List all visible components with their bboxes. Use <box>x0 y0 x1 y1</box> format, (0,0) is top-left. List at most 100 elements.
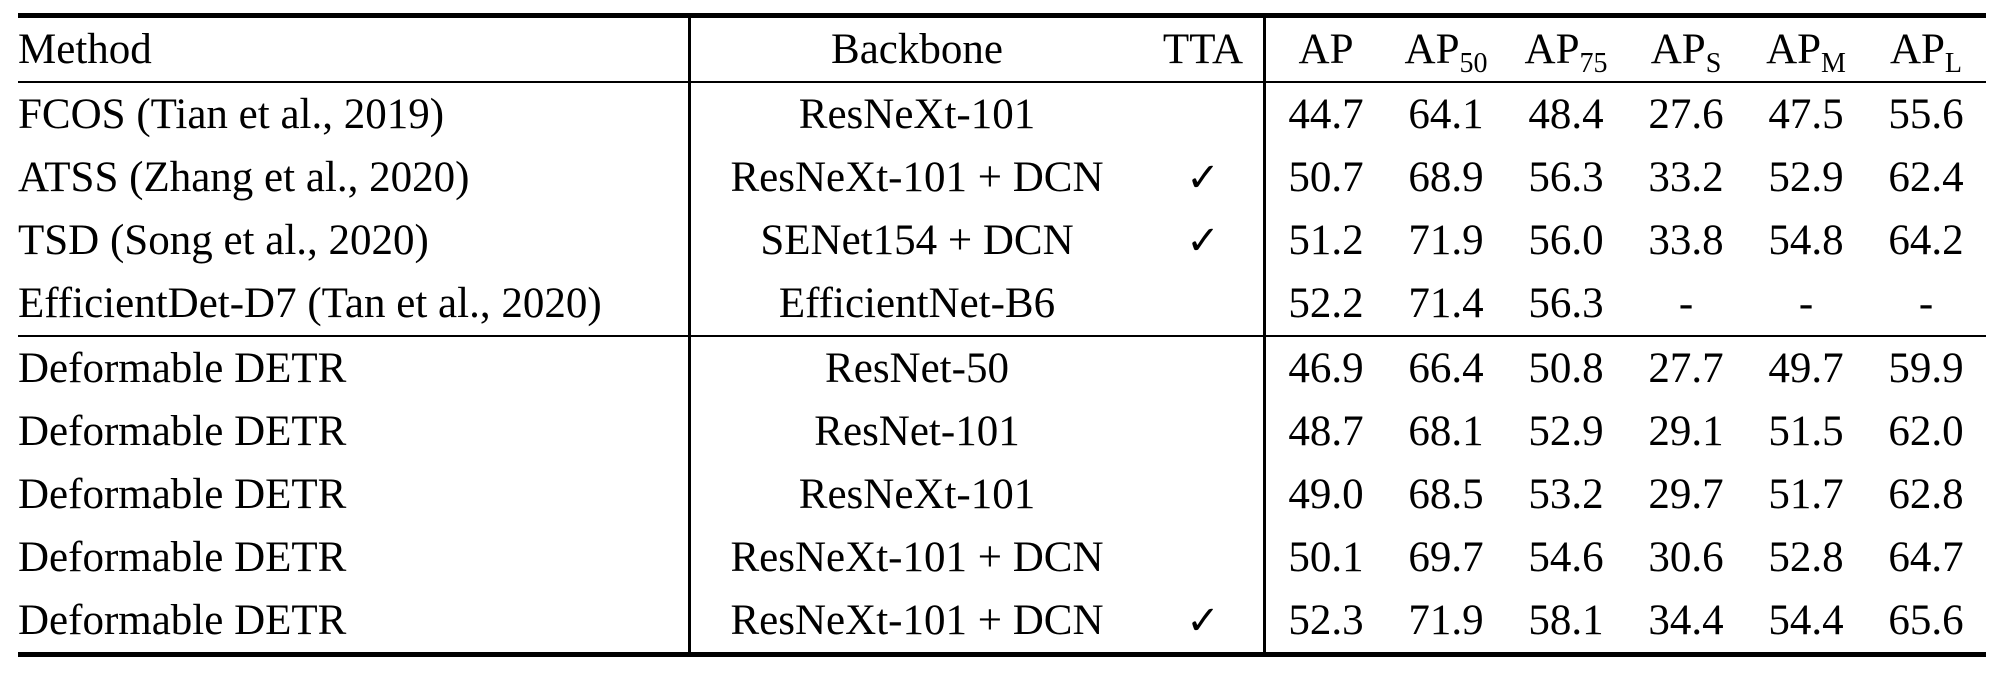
apl-cell: 55.6 <box>1888 91 1964 138</box>
backbone-cell: SENet154 + DCN <box>760 217 1074 264</box>
ap50-cell: 66.4 <box>1386 335 1506 400</box>
backbone-cell: ResNeXt-101 + DCN <box>730 597 1104 644</box>
apl-cell: 65.6 <box>1888 597 1964 644</box>
ap-cell: 50.7 <box>1288 154 1364 201</box>
tta-cell <box>1143 272 1266 336</box>
aps-cell: 33.2 <box>1648 154 1724 201</box>
results-table: Method Backbone TTA AP AP50 AP75 APS APM… <box>18 13 1986 657</box>
header-backbone: Backbone <box>689 15 1143 83</box>
table-row: EfficientDet-D7 (Tan et al., 2020) Effic… <box>18 272 1986 336</box>
ap-cell: 49.0 <box>1288 471 1364 518</box>
ap50-cell: 64.1 <box>1408 91 1484 138</box>
table-row: Deformable DETR ResNeXt-101 49.0 68.5 53… <box>18 463 1986 526</box>
metric-label: AP <box>1766 26 1822 73</box>
metric-subscript: 50 <box>1459 48 1488 79</box>
metric-subscript: 75 <box>1579 48 1608 79</box>
checkmark-icon: ✓ <box>1186 155 1220 200</box>
metric-label: AP <box>1524 26 1580 73</box>
ap50-cell: 68.5 <box>1408 471 1484 518</box>
ap50-cell: 71.9 <box>1408 597 1484 644</box>
aps-cell: 27.6 <box>1648 91 1724 138</box>
tta-cell: ✓ <box>1143 146 1266 209</box>
apl-cell: 64.2 <box>1888 217 1964 264</box>
ap-cell: 48.7 <box>1288 408 1364 455</box>
backbone-cell: ResNeXt-101 <box>798 471 1036 518</box>
table-row: Deformable DETR ResNet-101 48.7 68.1 52.… <box>18 400 1986 463</box>
apm-cell: 51.5 <box>1768 408 1844 455</box>
aps-cell: 33.8 <box>1648 217 1724 264</box>
apl-cell: 62.8 <box>1888 471 1964 518</box>
header-row: Method Backbone TTA AP AP50 AP75 APS APM… <box>18 15 1986 83</box>
backbone-cell: ResNeXt-101 + DCN <box>730 154 1104 201</box>
apl-cell: 59.9 <box>1866 335 1986 400</box>
backbone-cell: ResNet-101 <box>814 408 1020 455</box>
aps-cell: 29.1 <box>1648 408 1724 455</box>
apl-cell: 62.0 <box>1888 408 1964 455</box>
checkmark-icon: ✓ <box>1186 598 1220 643</box>
ap-cell: 44.7 <box>1288 91 1364 138</box>
ap75-cell: 56.0 <box>1528 217 1604 264</box>
ap75-cell: 48.4 <box>1528 91 1604 138</box>
header-aps: APS <box>1626 15 1746 83</box>
metric-label: AP <box>1650 26 1706 73</box>
ap75-cell: 56.3 <box>1528 154 1604 201</box>
ap50-cell: 71.9 <box>1408 217 1484 264</box>
table-row: TSD (Song et al., 2020) SENet154 + DCN ✓… <box>18 209 1986 272</box>
method-cell: Deformable DETR <box>18 589 691 655</box>
ap75-cell: 53.2 <box>1528 471 1604 518</box>
ap-cell: 52.2 <box>1288 280 1364 327</box>
tta-cell <box>1143 335 1266 400</box>
apm-cell: 49.7 <box>1746 335 1866 400</box>
header-apl: APL <box>1866 15 1986 83</box>
header-apm: APM <box>1746 15 1866 83</box>
table-row: Deformable DETR ResNeXt-101 + DCN ✓ 52.3… <box>18 589 1986 655</box>
metric-label: AP <box>1889 26 1945 73</box>
ap-cell: 52.3 <box>1288 597 1364 644</box>
ap75-cell: 58.1 <box>1528 597 1604 644</box>
aps-cell: 30.6 <box>1648 534 1724 581</box>
ap50-cell: 68.1 <box>1408 408 1484 455</box>
header-tta: TTA <box>1143 15 1266 83</box>
ap-cell: 51.2 <box>1288 217 1364 264</box>
method-cell: EfficientDet-D7 (Tan et al., 2020) <box>18 272 691 336</box>
metric-subscript: L <box>1944 48 1963 79</box>
backbone-cell: EfficientNet-B6 <box>778 280 1056 327</box>
ap75-cell: 52.9 <box>1528 408 1604 455</box>
header-ap75: AP75 <box>1506 15 1626 83</box>
table-header: Method Backbone TTA AP AP50 AP75 APS APM… <box>18 15 1986 83</box>
metric-label: AP <box>1298 26 1354 73</box>
tta-cell: ✓ <box>1143 209 1266 272</box>
aps-cell: 27.7 <box>1626 335 1746 400</box>
tta-cell <box>1143 400 1266 463</box>
apm-cell: 54.8 <box>1768 217 1844 264</box>
method-cell: FCOS (Tian et al., 2019) <box>18 82 691 146</box>
tta-cell: ✓ <box>1143 589 1266 655</box>
method-cell: Deformable DETR <box>18 335 691 400</box>
header-ap50: AP50 <box>1386 15 1506 83</box>
apl-cell: - <box>1918 280 1934 327</box>
metric-label: AP <box>1404 26 1460 73</box>
table-body: FCOS (Tian et al., 2019) ResNeXt-101 44.… <box>18 82 1986 655</box>
method-cell: TSD (Song et al., 2020) <box>18 209 691 272</box>
method-cell: Deformable DETR <box>18 526 691 589</box>
aps-cell: - <box>1678 280 1694 327</box>
ap50-cell: 68.9 <box>1408 154 1484 201</box>
aps-cell: 29.7 <box>1648 471 1724 518</box>
apm-cell: - <box>1798 280 1814 327</box>
ap75-cell: 50.8 <box>1506 335 1626 400</box>
backbone-cell: ResNet-50 <box>689 335 1143 400</box>
ap50-cell: 71.4 <box>1408 280 1484 327</box>
ap-cell: 46.9 <box>1264 335 1386 400</box>
apl-cell: 62.4 <box>1888 154 1964 201</box>
apm-cell: 54.4 <box>1768 597 1844 644</box>
table-row: Deformable DETR ResNet-50 46.9 66.4 50.8… <box>18 335 1986 400</box>
table-row: Deformable DETR ResNeXt-101 + DCN 50.1 6… <box>18 526 1986 589</box>
ap75-cell: 56.3 <box>1528 280 1604 327</box>
apl-cell: 64.7 <box>1888 534 1964 581</box>
method-cell: Deformable DETR <box>18 463 691 526</box>
header-ap: AP <box>1264 15 1386 83</box>
tta-cell <box>1143 82 1266 146</box>
apm-cell: 51.7 <box>1768 471 1844 518</box>
metric-subscript: M <box>1821 48 1846 79</box>
